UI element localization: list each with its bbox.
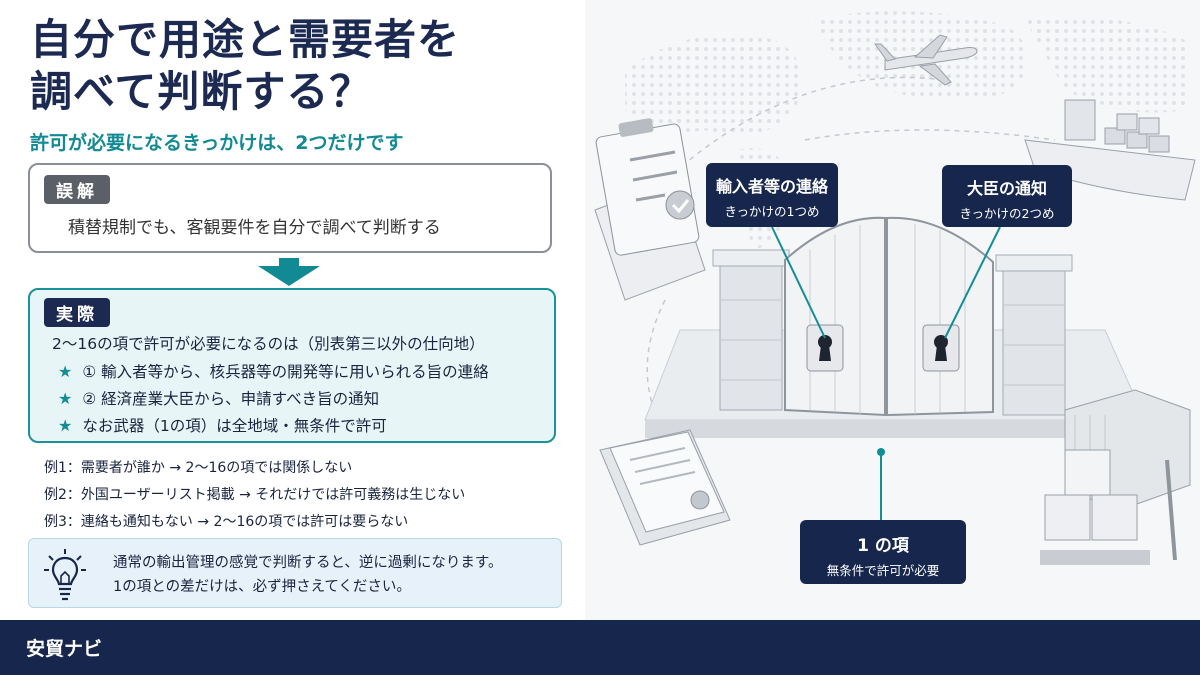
ship-icon	[1024, 99, 1196, 201]
star-icon: ★	[58, 362, 73, 381]
reality-box: 実際 2〜16の項で許可が必要になるのは（別表第三以外の仕向地） ★① 輸入者等…	[28, 288, 556, 443]
callout-minister: 大臣の通知 きっかけの2つめ	[942, 165, 1072, 227]
page-subtitle: 許可が必要になるきっかけは、2つだけです	[30, 132, 404, 154]
lightbulb-icon	[44, 549, 86, 601]
misconception-text: 積替規制でも、客観要件を自分で調べて判断する	[68, 218, 441, 238]
reality-heading: 2〜16の項で許可が必要になるのは（別表第三以外の仕向地）	[52, 335, 485, 353]
cardboard-boxes	[1040, 449, 1177, 565]
title-line-1: 自分で用途と需要者を	[30, 15, 461, 64]
tip-line-2: 1の項との差だけは、必ず押さえてください。	[113, 579, 411, 595]
reality-item: ★① 輸入者等から、核兵器等の開発等に用いられる旨の連絡	[58, 362, 489, 381]
callout-item1: 1 の項 無条件で許可が必要	[800, 520, 966, 584]
left-pillar	[712, 249, 790, 411]
example-item: 例3：連絡も通知もない → 2〜16の項では許可は要らない	[44, 514, 409, 530]
tip-box: 通常の輸出管理の感覚で判断すると、逆に過剰になります。 1の項との差だけは、必ず…	[28, 538, 562, 608]
reality-tag: 実際	[44, 298, 110, 327]
keyhole-icon	[806, 324, 844, 372]
clipboard-icon	[594, 118, 706, 301]
reality-item: ★なお武器（1の項）は全地域・無条件で許可	[58, 416, 387, 435]
examples-list: 例1：需要者が誰か → 2〜16の項では関係しない 例2：外国ユーザーリスト掲載…	[44, 455, 465, 536]
title-line-2: 調べて判断する？	[30, 67, 373, 116]
reality-item: ★② 経済産業大臣から、申請すべき旨の通知	[58, 389, 380, 408]
example-item: 例2：外国ユーザーリスト掲載 → それだけでは許可義務は生じない	[44, 487, 466, 503]
misconception-tag: 誤解	[44, 175, 110, 204]
airplane-icon	[874, 34, 978, 86]
illustration-panel: 輸入者等の連絡 きっかけの1つめ 大臣の通知 きっかけの2つめ 1 の項 無条件…	[585, 0, 1200, 620]
star-icon: ★	[58, 389, 73, 408]
down-arrow-icon	[258, 258, 320, 286]
right-pillar	[995, 254, 1073, 416]
keyhole-icon	[922, 324, 960, 372]
misconception-box: 誤解 積替規制でも、客観要件を自分で調べて判断する	[28, 163, 552, 253]
gate-doors	[784, 216, 994, 417]
page-title: 自分で用途と需要者を 調べて判断する？	[30, 14, 460, 118]
footer-bar: 安貿ナビ	[0, 620, 1200, 675]
callout-importer: 輸入者等の連絡 きっかけの1つめ	[706, 163, 838, 227]
example-item: 例1：需要者が誰か → 2〜16の項では関係しない	[44, 460, 353, 476]
tip-line-1: 通常の輸出管理の感覚で判断すると、逆に過剰になります。	[113, 555, 503, 571]
certificate-icon	[599, 429, 731, 546]
tip-text: 通常の輸出管理の感覚で判断すると、逆に過剰になります。 1の項との差だけは、必ず…	[113, 551, 502, 599]
footer-brand: 安貿ナビ	[26, 638, 103, 660]
left-panel: 自分で用途と需要者を 調べて判断する？ 許可が必要になるきっかけは、2つだけです…	[0, 0, 585, 620]
star-icon: ★	[58, 416, 73, 435]
